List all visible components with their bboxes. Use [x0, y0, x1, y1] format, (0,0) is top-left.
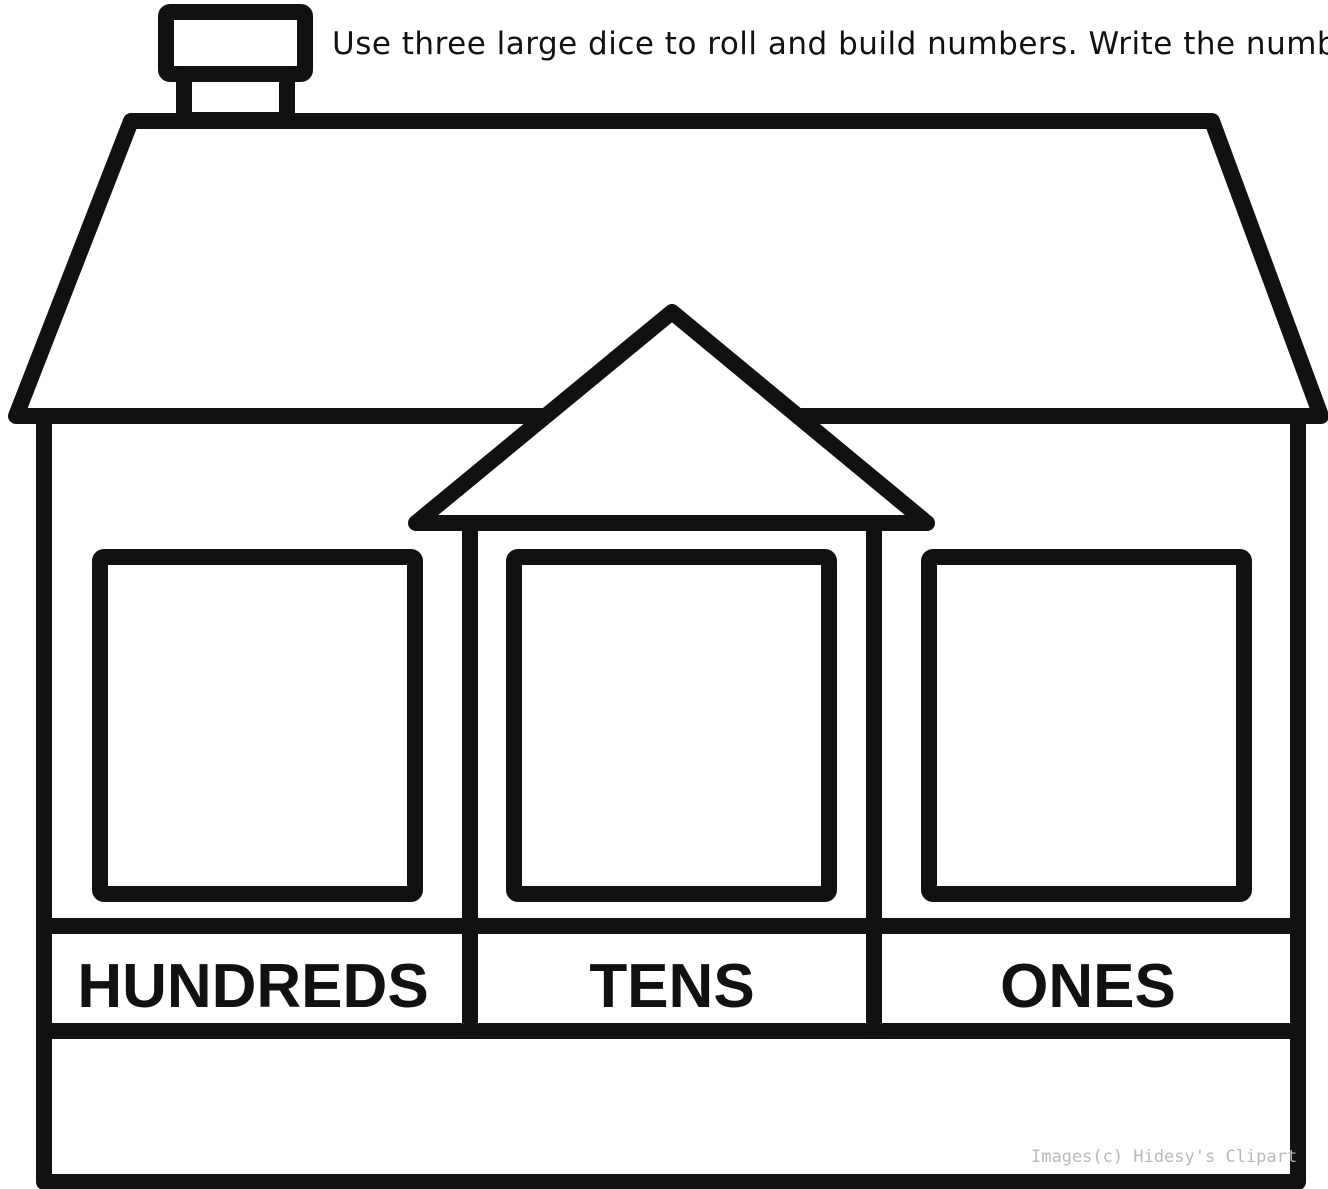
- credit-text: Images(c) Hidesy's Clipart: [1031, 1147, 1297, 1167]
- hundreds-label: HUNDREDS: [77, 952, 428, 1021]
- tens-window[interactable]: [514, 557, 829, 894]
- ones-window[interactable]: [929, 557, 1244, 894]
- ones-label: ONES: [1000, 952, 1176, 1021]
- hundreds-window[interactable]: [100, 557, 415, 894]
- chimney-top: [166, 12, 305, 74]
- tens-label: TENS: [589, 952, 754, 1021]
